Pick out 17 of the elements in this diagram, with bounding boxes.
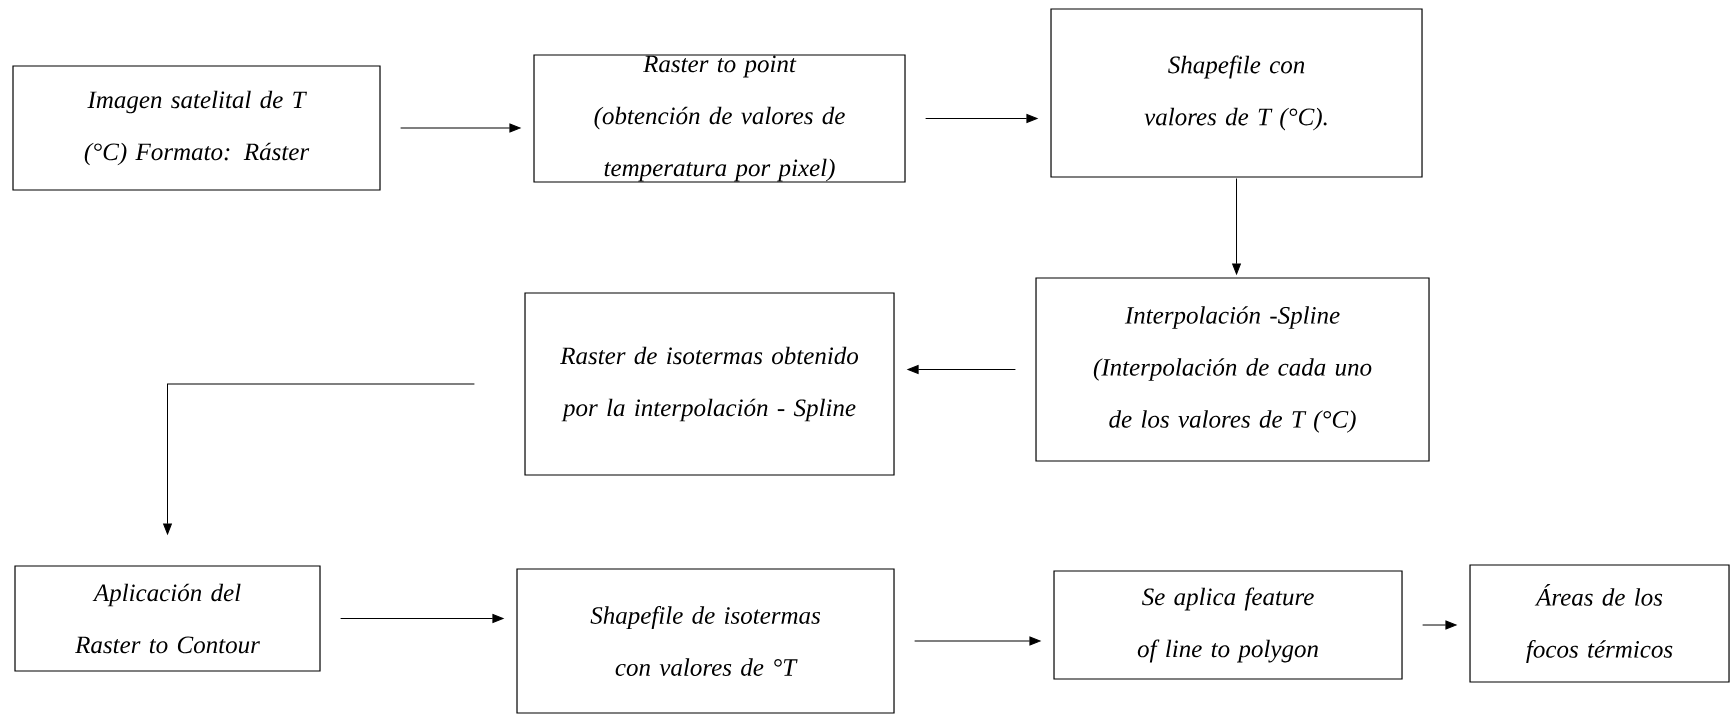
process-box: Shapefile con valores de T (°C). [1050, 8, 1423, 178]
arrow [925, 114, 1038, 123]
arrow [914, 636, 1041, 646]
process-box: Se aplica feature of line to polygon [1053, 570, 1403, 680]
process-box: Shapefile de isotermas con valores de °T [516, 568, 895, 714]
arrow [1232, 178, 1241, 275]
process-box: Imagen satelital de T (°C) Formato: Ráster [12, 65, 381, 191]
process-box: Áreas de los focos térmicos [1469, 564, 1730, 683]
arrow [907, 365, 1016, 374]
arrow [340, 614, 504, 623]
arrow [400, 123, 521, 133]
arrow [1422, 620, 1457, 630]
process-box: Raster de isotermas obtenido por la interpolación - Spline [524, 292, 895, 476]
process-box: Interpolación -Spline (Interpolación de cada uno de los valores de T (°C) [1035, 277, 1430, 462]
process-box: Raster to point (obtención de valores de temperatura por pixel) [533, 54, 906, 183]
process-box: Aplicación del Raster to Contour [14, 565, 321, 672]
arrow [163, 383, 475, 535]
